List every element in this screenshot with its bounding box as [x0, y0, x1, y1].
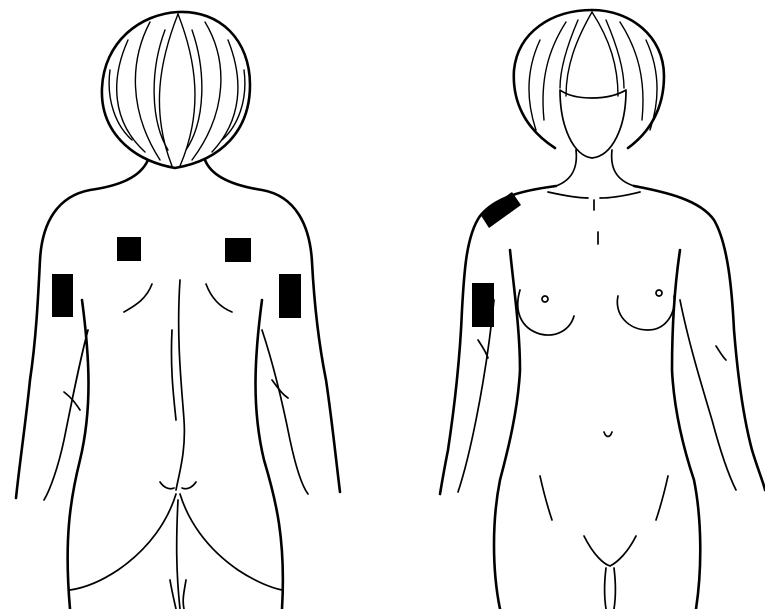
patch-front-upper-arm: [472, 283, 494, 327]
patch-back-right-arm: [279, 274, 301, 318]
back-view-figure: [16, 12, 340, 609]
front-view-face: [560, 90, 626, 158]
patch-back-upper-left: [117, 237, 141, 261]
front-view-figure: [440, 10, 765, 609]
back-view-hair: [102, 12, 250, 168]
back-view-outline: [16, 160, 340, 609]
patch-back-upper-right: [225, 238, 251, 262]
back-view-patches: [52, 237, 301, 318]
patch-back-left-arm: [52, 274, 73, 317]
front-view-hair: [514, 10, 664, 148]
patch-front-shoulder: [480, 192, 521, 228]
front-view-patches: [472, 192, 521, 327]
